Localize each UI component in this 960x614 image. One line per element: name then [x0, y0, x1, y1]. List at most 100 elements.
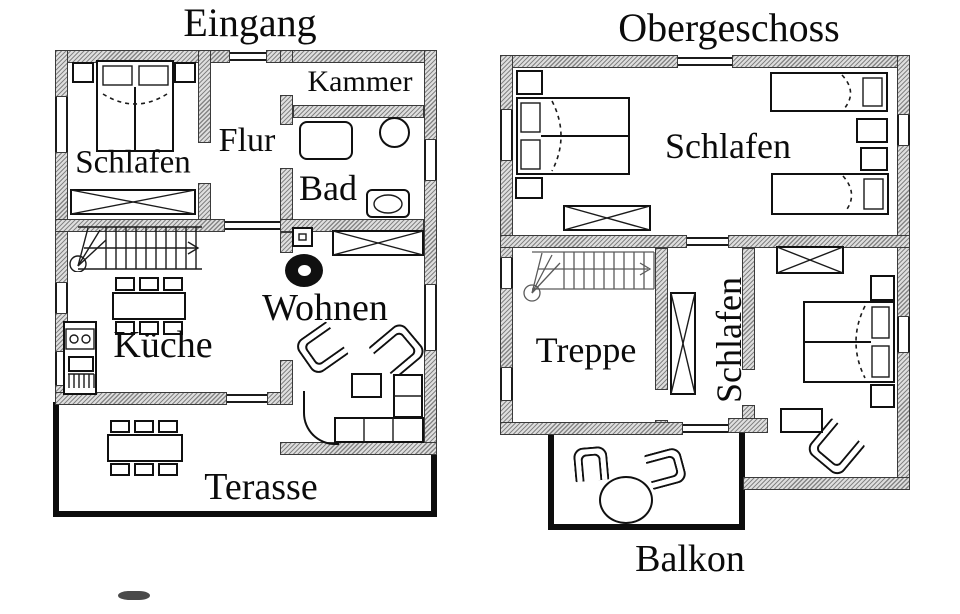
terrace-edge: [53, 402, 59, 517]
wall-segment: [280, 50, 293, 63]
window-opening: [500, 368, 513, 400]
chair-icon: [643, 445, 689, 491]
single-bed-icon: [770, 72, 888, 112]
room-label-terasse: Terasse: [204, 466, 318, 508]
wall-segment: [742, 248, 755, 370]
wall-segment: [55, 219, 225, 232]
chair-icon: [163, 277, 183, 291]
round-table-icon: [599, 476, 653, 524]
wardrobe-icon: [776, 246, 844, 274]
window-opening: [897, 115, 910, 145]
room-label-wohnen: Wohnen: [262, 287, 388, 329]
chair-icon: [110, 463, 130, 476]
sink-icon: [379, 117, 410, 148]
wall-segment: [198, 50, 211, 143]
switch-box-icon: [292, 227, 313, 247]
wall-segment: [280, 360, 293, 405]
nightstand-icon: [870, 275, 895, 301]
window-opening: [55, 97, 68, 152]
door-opening-entrance: [230, 52, 266, 61]
wall-segment: [732, 55, 910, 68]
wall-segment: [897, 352, 910, 490]
window-opening: [500, 258, 513, 288]
balcony-edge: [548, 524, 745, 530]
side-table-icon: [351, 373, 382, 398]
dining-table-icon: [112, 292, 186, 320]
room-label-flur: Flur: [218, 122, 276, 159]
room-label-kammer: Kammer: [307, 65, 413, 98]
door-opening-balcony: [683, 424, 728, 433]
room-label-bad: Bad: [299, 168, 357, 208]
double-bed-icon: [803, 301, 895, 383]
chair-icon: [163, 321, 183, 335]
window-opening: [424, 285, 437, 350]
wall-segment: [897, 55, 910, 115]
stove-top-icon: [68, 356, 94, 372]
toilet-icon: [366, 189, 410, 218]
sofa-icon: [334, 417, 424, 443]
chair-icon: [139, 277, 159, 291]
chair-icon: [134, 463, 154, 476]
door-opening: [687, 237, 728, 246]
balcony-edge: [739, 433, 745, 530]
double-bed-icon: [516, 97, 630, 175]
door-opening: [225, 221, 280, 230]
room-label-balkon: Balkon: [635, 538, 745, 580]
grill-rack-icon: [68, 373, 95, 388]
nightstand-icon: [515, 177, 543, 199]
sofa-corner-icon: [303, 391, 339, 445]
window-opening: [897, 317, 910, 352]
wall-segment: [424, 350, 437, 455]
nightstand-icon: [72, 62, 94, 83]
room-label-schlafen-rear: Schlafen: [709, 277, 749, 403]
nightstand-icon: [516, 70, 543, 95]
chair-icon: [139, 321, 159, 335]
door-opening-terrace: [227, 394, 267, 403]
wall-segment: [500, 235, 687, 248]
nightstand-icon: [870, 384, 895, 408]
chair-icon: [115, 321, 135, 335]
nightstand-icon: [174, 62, 196, 83]
wardrobe-icon: [70, 189, 196, 215]
wall-segment: [500, 55, 513, 110]
wall-segment: [55, 392, 227, 405]
single-bed-icon: [771, 173, 889, 215]
side-table-icon: [780, 408, 823, 433]
window-opening: [424, 140, 437, 180]
window-opening: [678, 57, 732, 66]
room-label-schlafen: Schlafen: [75, 144, 191, 181]
chair-icon: [115, 277, 135, 291]
room-label-kueche: Küche: [113, 324, 213, 366]
window-opening: [55, 283, 68, 313]
wardrobe-icon: [670, 292, 696, 395]
bedside-table-icon: [856, 118, 888, 143]
stairs-icon: [523, 251, 655, 302]
wall-segment: [897, 145, 910, 317]
armchair-icon: [293, 321, 349, 377]
dining-table-icon: [107, 434, 183, 462]
bedside-table-icon: [860, 147, 888, 171]
wall-segment: [280, 442, 437, 455]
wood-stove-icon: [285, 254, 323, 287]
armchair-icon: [368, 320, 428, 380]
sofa-seat-icon: [393, 374, 423, 418]
wall-segment: [500, 288, 513, 368]
chair-icon: [134, 420, 154, 433]
wardrobe-icon: [563, 205, 651, 231]
wall-segment: [280, 95, 293, 125]
scan-artifact: [118, 591, 150, 600]
balcony-edge: [548, 433, 554, 530]
bathtub-icon: [299, 121, 353, 160]
wall-segment: [655, 248, 668, 390]
wall-segment: [55, 152, 68, 283]
wall-segment: [500, 55, 678, 68]
floor-title-ground: Eingang: [183, 0, 317, 45]
kitchen-sink-icon: [65, 328, 95, 350]
chair-icon: [110, 420, 130, 433]
terrace-edge: [431, 455, 437, 517]
wall-segment: [293, 105, 424, 118]
wall-segment: [728, 418, 768, 433]
stairs-icon: [69, 226, 202, 272]
room-label-schlafen-front: Schlafen: [665, 126, 791, 166]
